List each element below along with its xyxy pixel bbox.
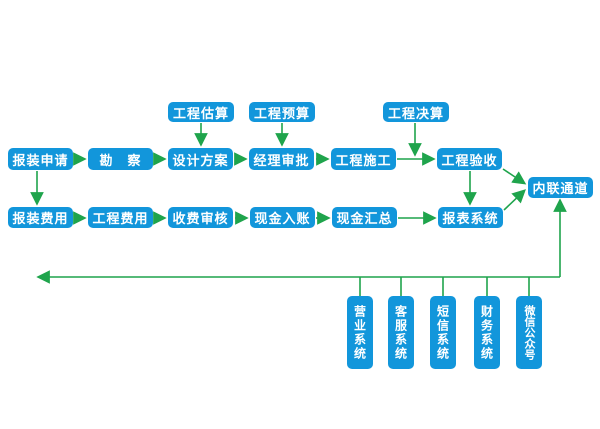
node-installation-fee: 报装费用 (8, 207, 73, 228)
node-customer-service-system: 客服系统 (388, 296, 414, 369)
arrow-acceptance-to-intranet (502, 168, 527, 185)
node-fee-audit: 收费审核 (168, 207, 233, 228)
node-design-plan: 设计方案 (168, 148, 233, 170)
node-business-system: 营业系统 (347, 296, 373, 369)
node-report-system: 报表系统 (438, 207, 503, 228)
arrow-report-to-intranet (503, 189, 526, 211)
node-acceptance: 工程验收 (437, 148, 502, 170)
node-sms-system: 短信系统 (430, 296, 456, 369)
node-cash-summary: 现金汇总 (332, 207, 397, 228)
node-project-fee: 工程费用 (88, 207, 153, 228)
node-project-estimate: 工程估算 (168, 102, 234, 122)
node-cash-deposit: 现金入账 (250, 207, 315, 228)
node-intranet-channel: 内联通道 (528, 177, 593, 198)
node-construction: 工程施工 (331, 148, 396, 170)
node-project-budget: 工程预算 (249, 102, 315, 122)
node-finance-system: 财务系统 (474, 296, 500, 369)
node-manager-approval: 经理审批 (249, 148, 314, 170)
node-installation-application: 报装申请 (8, 148, 73, 170)
node-project-final-account: 工程决算 (383, 102, 449, 122)
node-wechat-official-account: 微信公众号 (516, 296, 542, 369)
node-survey: 勘 察 (88, 148, 153, 170)
